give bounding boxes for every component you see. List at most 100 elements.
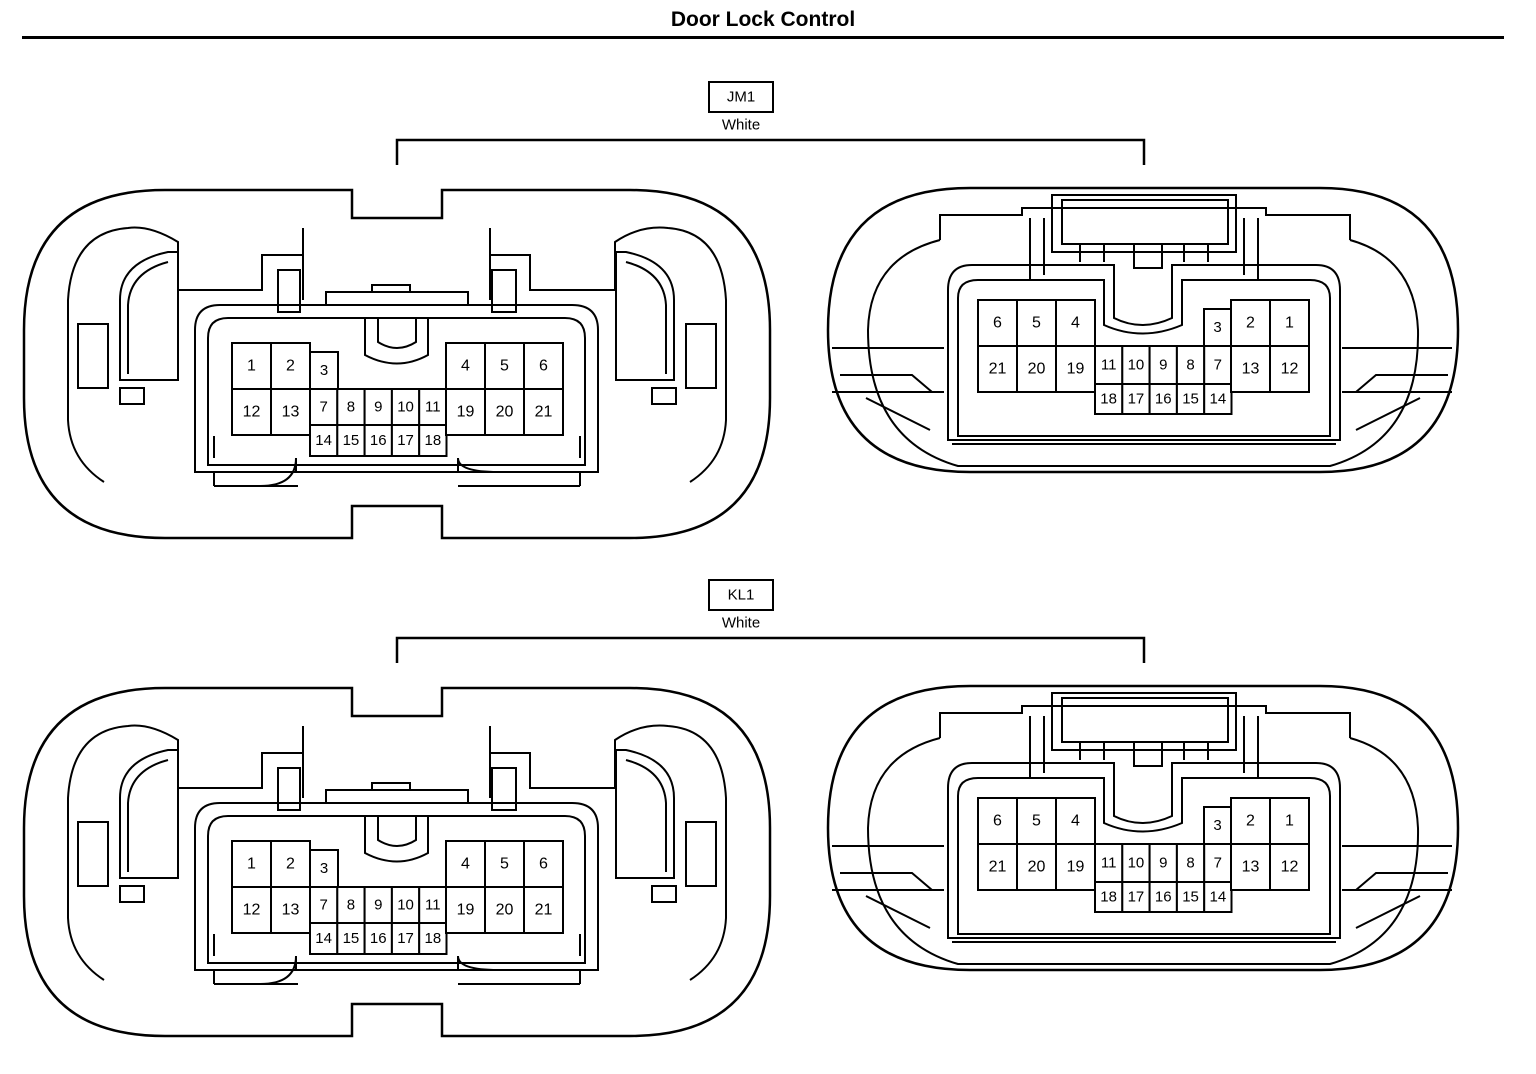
pin-label: 18 <box>1100 889 1117 906</box>
outline <box>207 317 586 466</box>
outline <box>865 397 1421 431</box>
pin-label: 13 <box>282 404 300 421</box>
pin-label: 9 <box>374 399 382 416</box>
pin-label: 11 <box>425 399 441 416</box>
pin-cell <box>418 424 448 457</box>
outline <box>377 816 417 847</box>
pin-cell <box>1055 797 1096 845</box>
pin-cell <box>363 922 393 955</box>
pin-label: 21 <box>535 404 553 421</box>
pin-label: 4 <box>1071 813 1080 830</box>
pin-label: 15 <box>1182 391 1199 408</box>
pin-label: 14 <box>1210 391 1227 408</box>
pin-label: 5 <box>500 358 509 375</box>
connector-body <box>826 684 1460 972</box>
pin-cell <box>390 424 421 457</box>
pin-label: 15 <box>343 930 360 947</box>
pin-cell <box>1148 881 1178 913</box>
pin-label: 14 <box>315 930 332 947</box>
pin-label: 18 <box>425 930 442 947</box>
outline <box>625 261 667 374</box>
pin-cell <box>1269 345 1310 393</box>
outline <box>371 284 411 292</box>
pin-cell <box>270 388 311 436</box>
pin-label: 11 <box>425 897 441 914</box>
connector-color: White <box>722 615 760 632</box>
pin-label: 19 <box>1067 361 1085 378</box>
outline <box>277 767 517 811</box>
outline <box>957 279 1331 437</box>
outline <box>364 318 429 365</box>
pin-cell <box>1121 843 1151 883</box>
outline <box>277 269 517 313</box>
pin-cell <box>1148 843 1178 883</box>
outline <box>866 239 1420 467</box>
pin-label: 1 <box>247 358 256 375</box>
pin-label: 10 <box>1128 357 1145 374</box>
outline <box>457 955 581 984</box>
pin-label: 1 <box>1285 315 1294 332</box>
pin-cell <box>1269 797 1310 845</box>
pin-label: 5 <box>1032 813 1041 830</box>
outline <box>1051 194 1237 253</box>
pin-cell <box>1016 843 1057 891</box>
pin-cell <box>363 388 393 426</box>
outline <box>457 457 581 486</box>
pin-label: 17 <box>1128 889 1145 906</box>
pin-cell <box>523 388 564 436</box>
outline <box>489 724 727 981</box>
pin-cell <box>1121 345 1151 385</box>
pin-label: 21 <box>989 859 1007 876</box>
pin-label: 1 <box>247 856 256 873</box>
pin-label: 16 <box>1155 391 1172 408</box>
pin-cell <box>309 351 339 390</box>
outline <box>119 251 179 381</box>
pin-label: 16 <box>1155 889 1172 906</box>
pin-cell <box>418 388 448 426</box>
pin-cell <box>309 388 339 426</box>
outline <box>1061 199 1229 245</box>
outline <box>1051 692 1237 751</box>
outline <box>1029 218 1259 280</box>
pin-label: 18 <box>425 432 442 449</box>
pin-label: 8 <box>1186 357 1194 374</box>
outline <box>947 762 1341 939</box>
pin-cell <box>1269 299 1310 347</box>
pin-label: 2 <box>1246 813 1255 830</box>
pin-cell <box>1055 345 1096 393</box>
pin-label: 12 <box>1281 859 1299 876</box>
outline <box>615 749 675 879</box>
pin-label: 10 <box>397 897 414 914</box>
pin-cell <box>1175 881 1206 913</box>
pin-label: 13 <box>1242 859 1260 876</box>
pin-label: 12 <box>243 902 261 919</box>
pin-label: 12 <box>243 404 261 421</box>
outline <box>364 816 429 863</box>
side-foot <box>119 885 145 903</box>
outline <box>302 726 491 798</box>
pin-cell <box>418 922 448 955</box>
pin-label: 1 <box>1285 813 1294 830</box>
outline <box>213 436 581 458</box>
outline <box>1079 244 1209 262</box>
pin-label: 13 <box>282 902 300 919</box>
pin-label: 8 <box>347 399 355 416</box>
outline <box>194 304 599 473</box>
pin-label: 2 <box>1246 315 1255 332</box>
outline <box>213 457 297 487</box>
pin-cell <box>336 886 366 924</box>
pin-label: 19 <box>457 902 475 919</box>
pin-label: 16 <box>370 432 387 449</box>
pin-label: 10 <box>397 399 414 416</box>
outline <box>194 802 599 971</box>
pin-label: 4 <box>1071 315 1080 332</box>
pin-label: 17 <box>1128 391 1145 408</box>
pin-label: 9 <box>1159 855 1167 872</box>
pin-cell <box>309 886 339 924</box>
